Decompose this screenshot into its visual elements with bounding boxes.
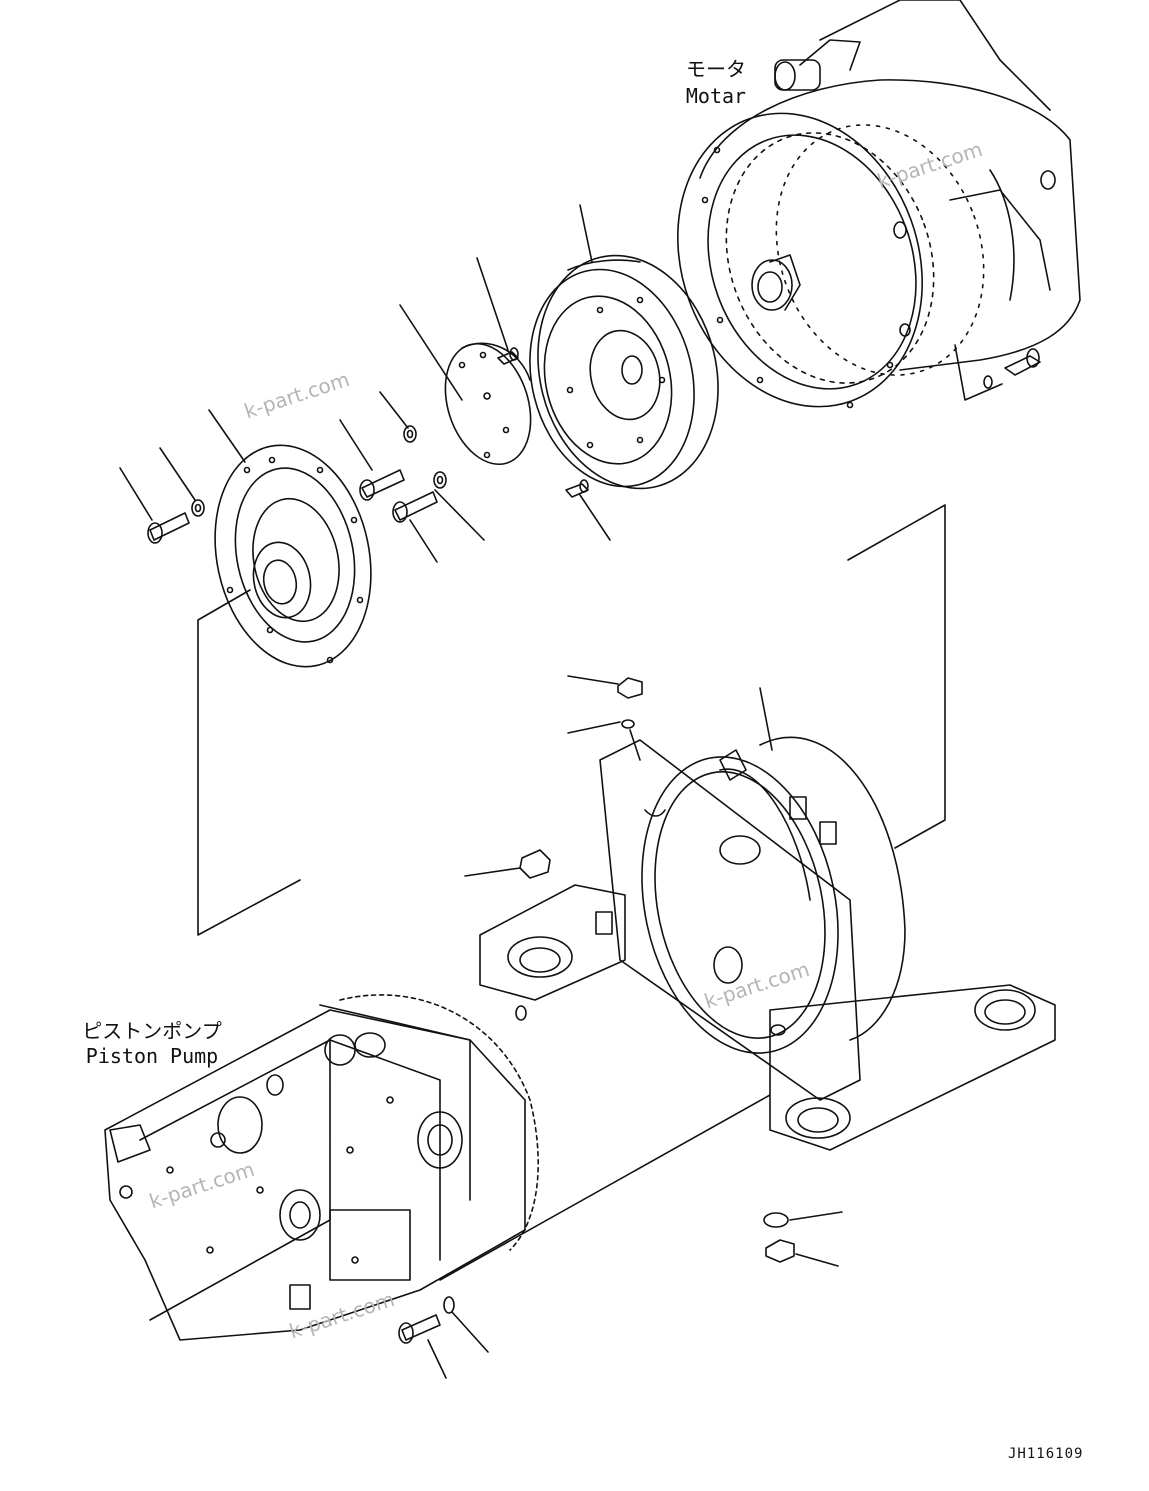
dowel-pins	[476, 257, 611, 541]
motor-assembly	[677, 0, 1081, 409]
motor-bolt	[954, 344, 1041, 401]
piston-pump	[104, 994, 539, 1341]
pump-label-jp: ピストンポンプ	[82, 1019, 222, 1043]
motor-label-en: Motar	[685, 84, 747, 108]
drawing-code: JH116109	[1008, 1446, 1084, 1462]
flywheel-housing	[529, 204, 719, 490]
alignment-lines	[197, 504, 946, 1281]
bolts-washers-left	[119, 447, 205, 544]
bolts-washers-center	[339, 391, 485, 563]
coupling-plate	[208, 409, 372, 668]
cover-plate	[399, 304, 532, 466]
pump-label-en: Piston Pump	[85, 1044, 219, 1068]
pump-bolt	[398, 1296, 489, 1379]
pump-mounting-bracket	[479, 687, 1056, 1151]
motor-label-jp: モータ	[686, 57, 746, 81]
plugs-and-orings	[464, 675, 843, 1267]
